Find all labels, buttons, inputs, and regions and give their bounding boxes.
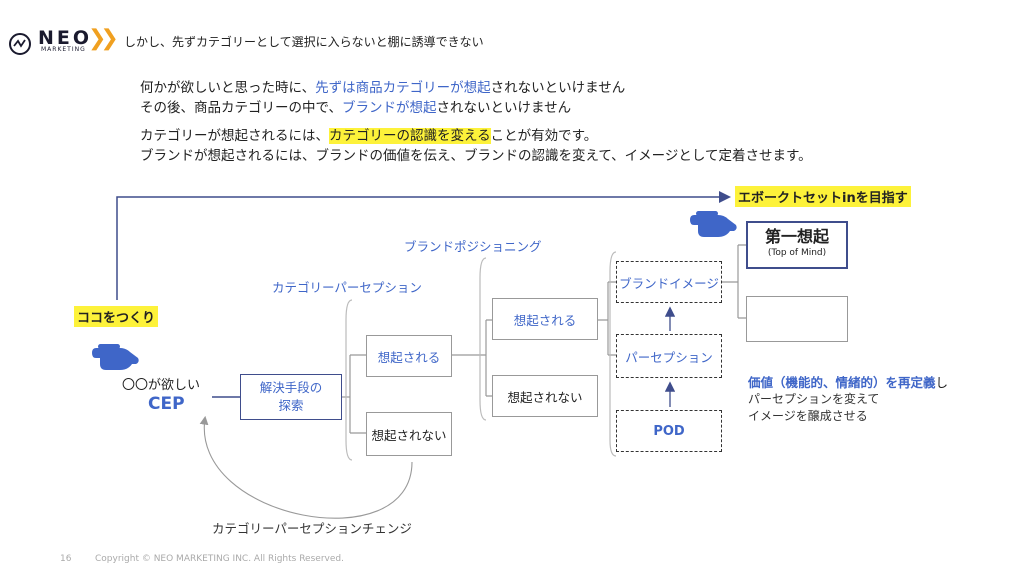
redefine-line-2: パーセプションを変えて xyxy=(748,392,880,406)
top-of-mind-box: 第一想起 (Top of Mind) xyxy=(746,221,848,269)
category-perception-change-label: カテゴリーパーセプションチェンジ xyxy=(212,521,412,536)
pod-box: POD xyxy=(616,410,722,452)
redefine-title: 価値（機能的、情緒的）を再定義し xyxy=(748,375,949,390)
pointing-hand-icon-2 xyxy=(92,344,139,370)
pointing-hand-icon xyxy=(690,211,737,237)
brand-not-recalled-box: 想起されない xyxy=(492,375,598,417)
empty-box xyxy=(746,296,848,342)
logo-mark-icon xyxy=(9,33,31,55)
intro-line-3: カテゴリーが想起されるには、カテゴリーの認識を変えることが有効です。 xyxy=(140,128,598,144)
copyright: Copyright © NEO MARKETING INC. All Right… xyxy=(95,554,344,564)
page-title: しかし、先ずカテゴリーとして選択に入らないと棚に誘導できない xyxy=(124,35,484,49)
category-not-recalled-box: 想起されない xyxy=(366,412,452,456)
category-perception-label: カテゴリーパーセプション xyxy=(272,280,422,295)
intro-line-1: 何かが欲しいと思った時に、先ずは商品カテゴリーが想起されないといけません xyxy=(140,80,626,96)
redefine-line-3: イメージを醸成させる xyxy=(748,409,868,423)
page-number: 16 xyxy=(60,554,72,564)
search-solution-box: 解決手段の 探索 xyxy=(240,374,342,420)
goal-note: エボークトセットinを目指す xyxy=(735,186,911,207)
perception-box: パーセプション xyxy=(616,334,722,378)
brand-recalled-box: 想起される xyxy=(492,298,598,340)
brand-positioning-label: ブランドポジショニング xyxy=(404,239,542,254)
intro-line-2: その後、商品カテゴリーの中で、ブランドが想起されないといけません xyxy=(140,100,572,116)
cep-subtitle: 〇〇が欲しい xyxy=(122,378,201,393)
category-recalled-box: 想起される xyxy=(366,335,452,377)
brand-image-box: ブランドイメージ xyxy=(616,261,722,303)
logo-wordmark: NEO xyxy=(38,27,93,49)
cep-label: CEP xyxy=(148,394,185,414)
start-note: ココをつくり xyxy=(74,306,159,327)
intro-line-4: ブランドが想起されるには、ブランドの価値を伝え、ブランドの認識を変えて、イメージ… xyxy=(140,148,812,164)
logo-subtext: MARKETING xyxy=(41,46,86,53)
